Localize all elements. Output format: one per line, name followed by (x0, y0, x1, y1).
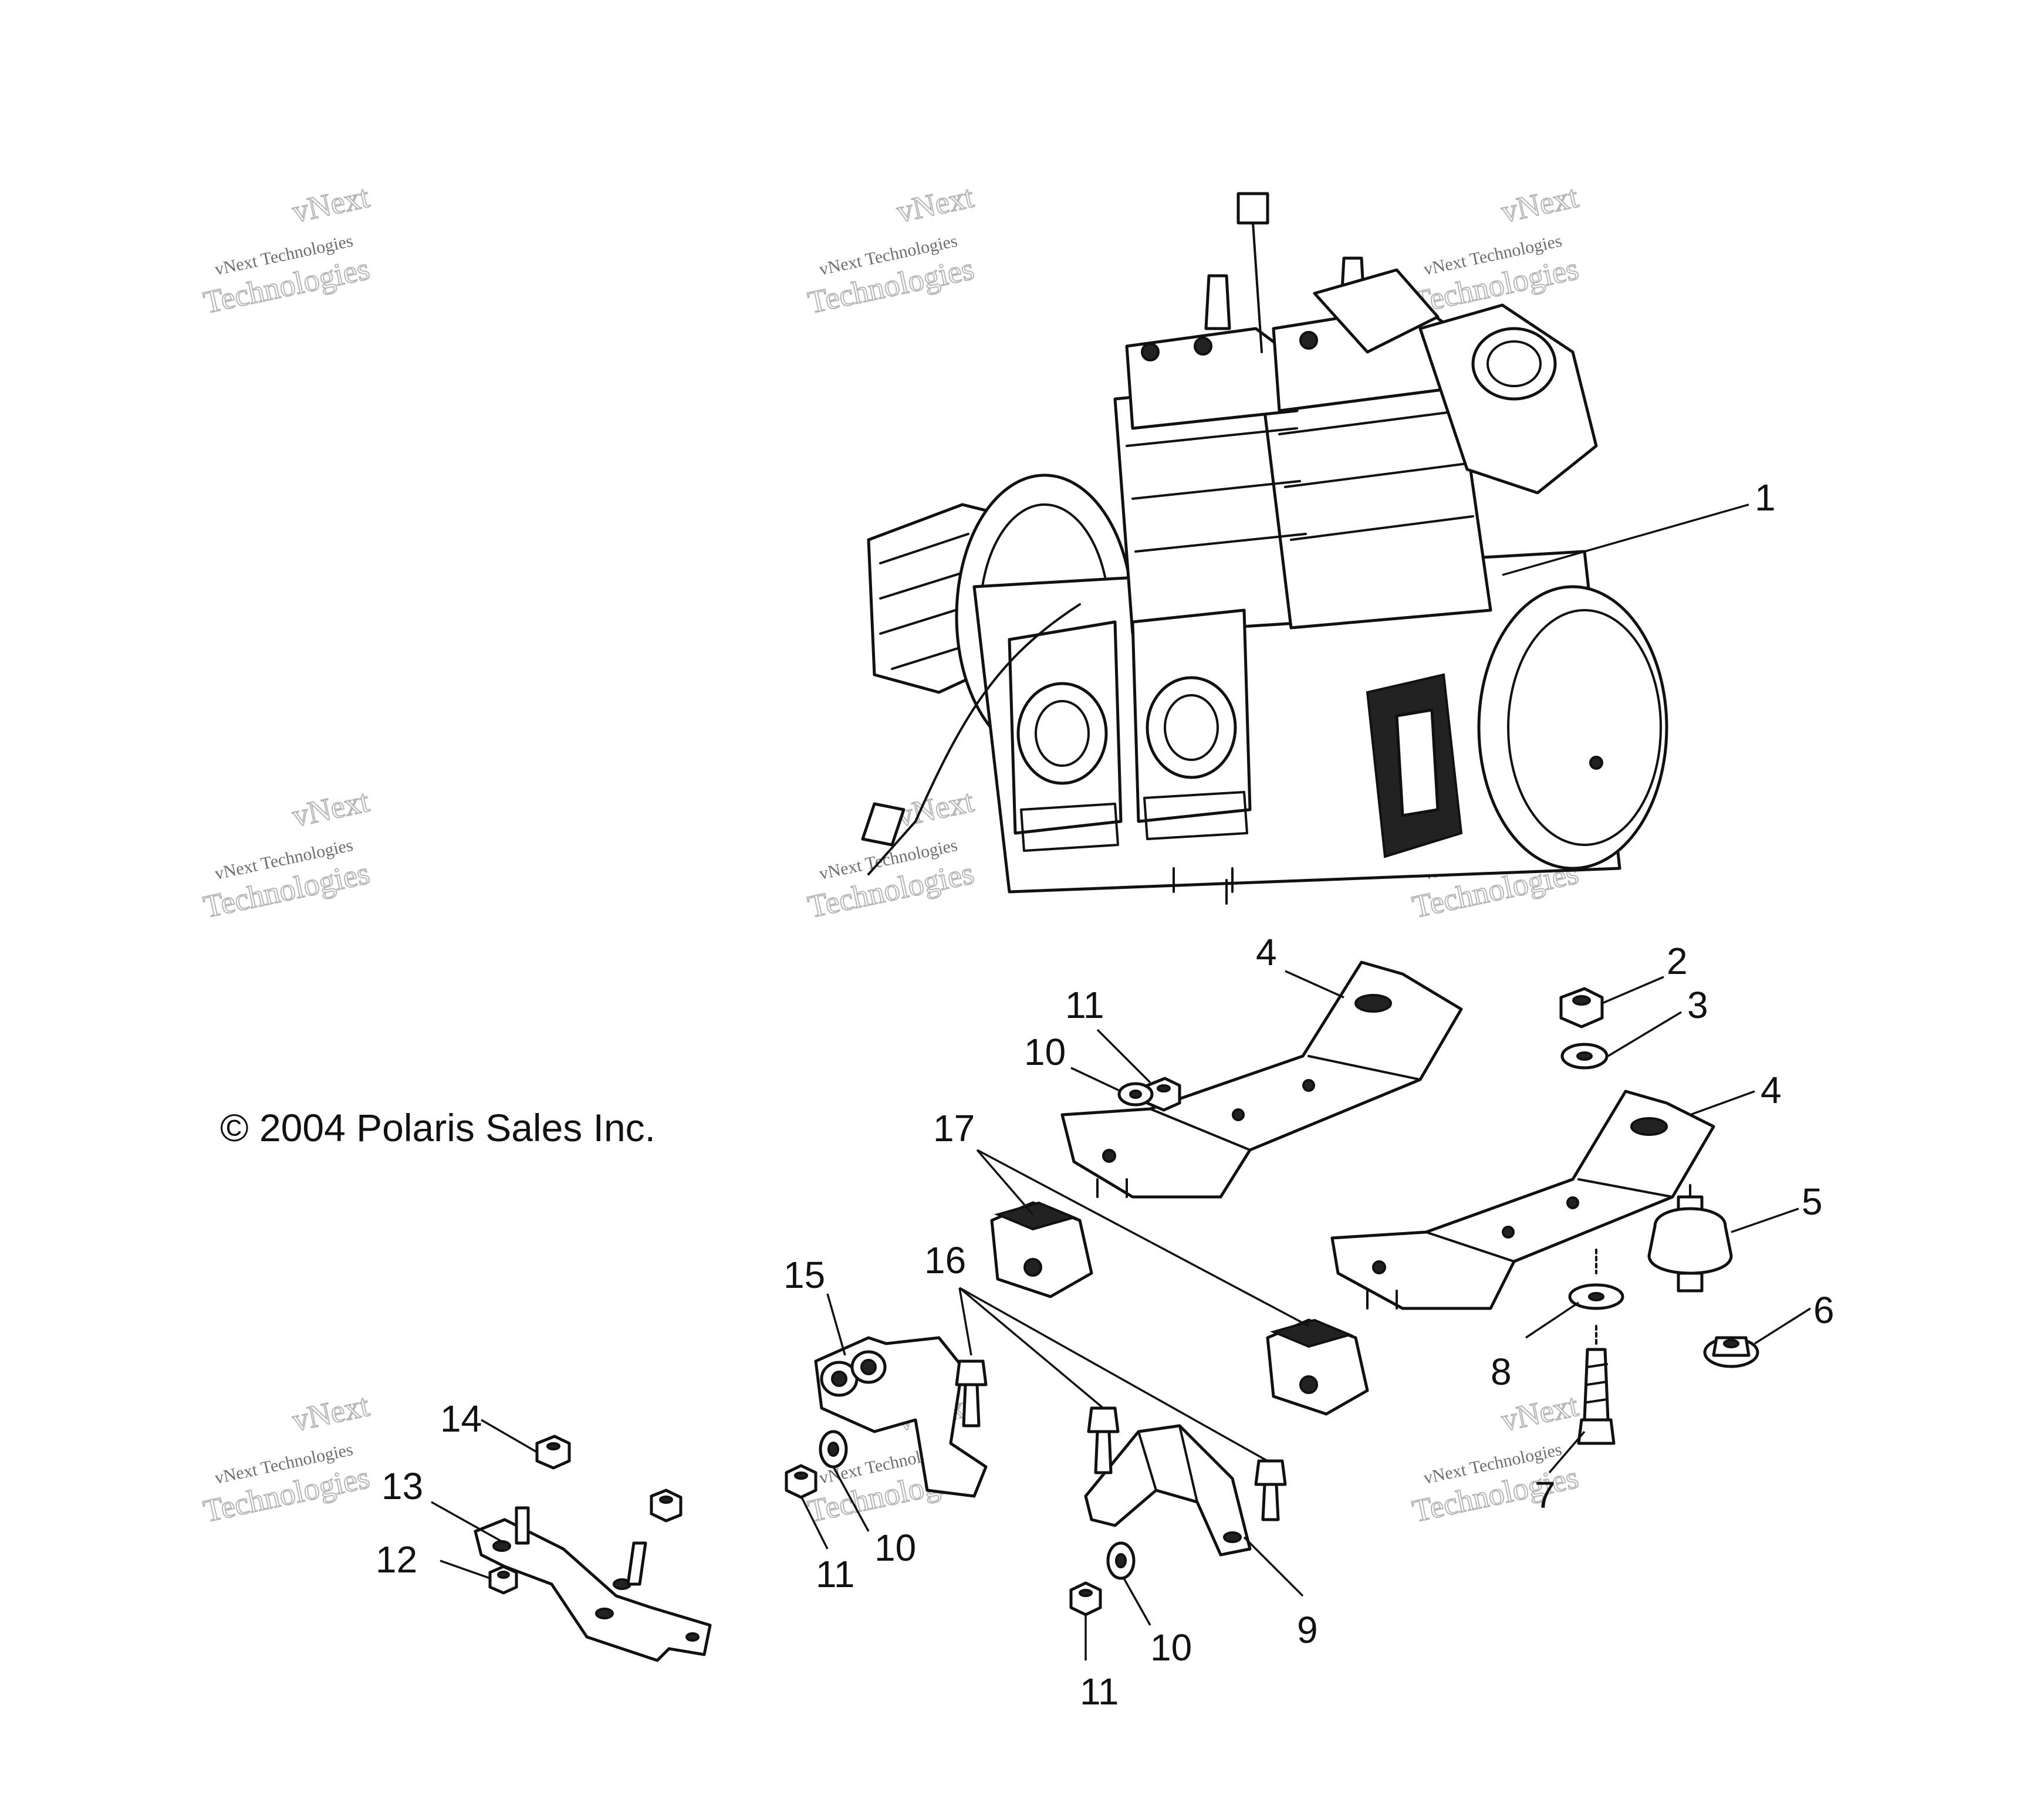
watermark: vNext vNext Technologies Technologies (200, 1387, 373, 1530)
washer-part-3 (1560, 1043, 1609, 1070)
callout-11-bottom: 11 (1080, 1670, 1119, 1713)
nut-part-14-b (650, 1489, 683, 1523)
callout-14: 14 (440, 1398, 482, 1440)
callout-12: 12 (376, 1538, 417, 1581)
washer-part-10-bottom (1106, 1541, 1136, 1580)
callout-2: 2 (1667, 940, 1688, 982)
callout-labels: 1 2 3 4 4 5 6 7 8 9 10 11 10 11 10 11 12… (376, 476, 1834, 1713)
callout-11-top: 11 (1065, 984, 1104, 1026)
flange-nut-part-6 (1703, 1336, 1759, 1368)
nut-part-12 (488, 1565, 518, 1595)
callout-17: 17 (933, 1107, 975, 1149)
washer-part-10-top (1117, 1082, 1154, 1107)
watermark: vNext vNext Technologies Technologies (804, 783, 977, 925)
engine-assembly (861, 192, 1668, 905)
stud-part-13 (515, 1506, 647, 1586)
callout-6: 6 (1813, 1289, 1834, 1331)
callout-11-mid: 11 (816, 1553, 854, 1595)
rubber-block-part-17-upper (990, 1201, 1093, 1298)
callout-16: 16 (924, 1239, 966, 1281)
callout-10-bottom: 10 (1150, 1626, 1192, 1669)
callout-5: 5 (1802, 1180, 1823, 1223)
bolt-part-16-a (955, 1359, 988, 1427)
washer-part-10-mid (819, 1430, 848, 1469)
watermark: vNext vNext Technologies Technologies (200, 783, 373, 925)
bolt-part-7 (1577, 1325, 1616, 1445)
watermark-vnext: vNext (289, 783, 373, 834)
watermark-vnext: vNext (289, 179, 373, 229)
watermark: vNext vNext Technologies Technologies (1408, 178, 1582, 321)
watermark-vnext: vNext (1498, 179, 1582, 229)
watermark-vnext: vNext (1498, 1388, 1582, 1438)
isolator-part-5 (1647, 1184, 1733, 1293)
nut-part-11-mid (785, 1464, 817, 1499)
callout-15: 15 (783, 1254, 825, 1296)
watermark-vnext: vNext (289, 1388, 373, 1438)
leader-lines (431, 503, 1811, 1660)
motor-mount-lower (1330, 1090, 1715, 1310)
nut-part-14 (535, 1435, 571, 1470)
motor-mount-upper (1060, 960, 1463, 1199)
callout-1: 1 (1755, 476, 1776, 519)
nut-part-11-bottom (1069, 1581, 1102, 1616)
bracket-part-15 (814, 1336, 988, 1498)
callout-4-lower: 4 (1761, 1069, 1782, 1111)
washer-part-8 (1568, 1249, 1624, 1310)
callout-10-top: 10 (1024, 1031, 1066, 1073)
callout-4-upper: 4 (1256, 931, 1277, 973)
watermark: vNext vNext Technologies Technologies (804, 178, 977, 321)
copyright-text: © 2004 Polaris Sales Inc. (220, 1106, 656, 1149)
callout-8: 8 (1491, 1351, 1512, 1393)
callout-7: 7 (1535, 1474, 1556, 1516)
nut-part-2 (1559, 987, 1604, 1029)
watermark: vNext vNext Technologies Technologies (200, 178, 373, 321)
callout-9: 9 (1297, 1609, 1318, 1651)
callout-13: 13 (381, 1465, 423, 1507)
bolt-part-16-b (1087, 1406, 1120, 1474)
watermark-vnext: vNext (894, 179, 977, 229)
watermark: vNext vNext Technologies Technologies (1408, 1387, 1582, 1530)
callout-10-mid: 10 (874, 1527, 916, 1569)
callout-3: 3 (1687, 984, 1708, 1026)
watermark-vnext: vNext (894, 783, 977, 834)
bracket-part-9 (1084, 1424, 1252, 1557)
bolt-part-16-c (1254, 1459, 1287, 1521)
rubber-block-part-17-lower (1266, 1318, 1369, 1416)
